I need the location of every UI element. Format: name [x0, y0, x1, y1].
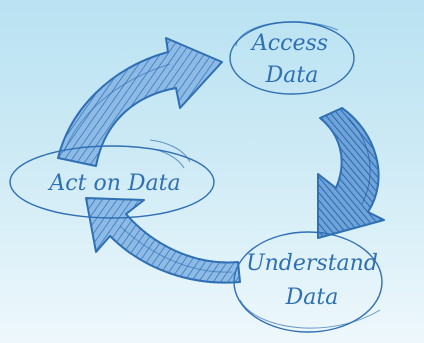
- arrow-understand-to-act: [85, 197, 241, 284]
- understand-data-circle: [233, 231, 383, 333]
- node-act-on-data: Act on Data: [9, 139, 215, 219]
- arrow-access-to-understand: [317, 107, 385, 239]
- understand-data-line1: Understand: [246, 251, 378, 276]
- act-on-data-label: Act on Data: [47, 171, 180, 196]
- understand-data-line2: Data: [285, 285, 339, 310]
- node-access-data: Access Data: [229, 21, 355, 95]
- access-data-line1: Access: [250, 31, 328, 56]
- access-data-line2: Data: [265, 63, 319, 88]
- act-on-data-circle: [9, 145, 215, 219]
- node-understand-data: Understand Data: [233, 231, 383, 333]
- arrow-act-to-access: [57, 37, 223, 167]
